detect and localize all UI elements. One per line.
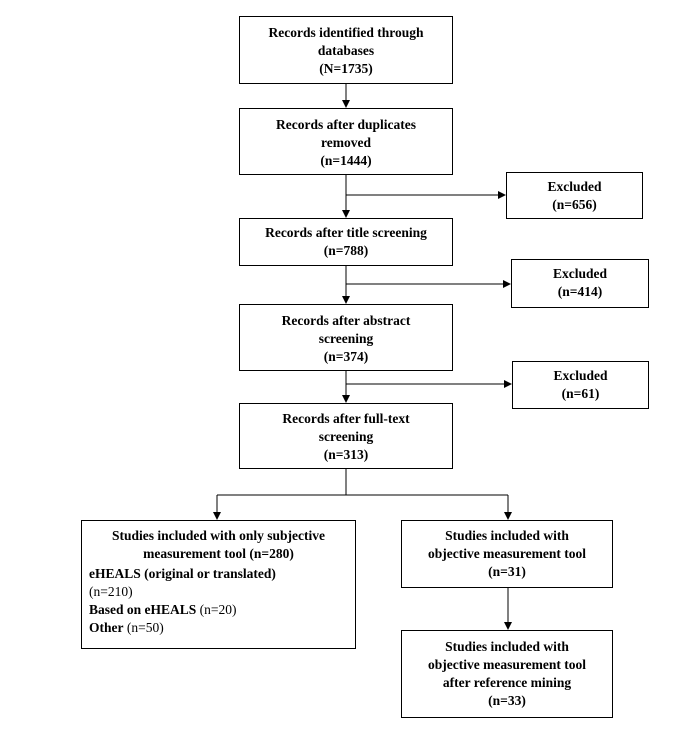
objective-tool-box: Studies included with objective measurem… — [401, 520, 613, 588]
based-on-eheals-count: (n=20) — [196, 602, 237, 617]
other-row: Other (n=50) — [89, 619, 355, 637]
abstract-screening-count: (n=374) — [323, 349, 369, 364]
abstract-screening-line2: screening — [318, 331, 374, 346]
excluded-3-label: Excluded — [553, 368, 608, 383]
records-identified-line2: databases — [317, 43, 375, 58]
objective-tool-line1: Studies included with — [445, 528, 569, 543]
fulltext-screening-line2: screening — [318, 429, 374, 444]
excluded-box-2: Excluded (n=414) — [511, 259, 649, 308]
excluded-2-count: (n=414) — [557, 284, 603, 299]
duplicates-removed-count: (n=1444) — [320, 153, 372, 168]
excluded-box-1: Excluded (n=656) — [506, 172, 643, 219]
objective-mining-line1: Studies included with — [445, 639, 569, 654]
duplicates-removed-box: Records after duplicates removed (n=1444… — [239, 108, 453, 175]
fulltext-screening-line1: Records after full-text — [282, 411, 410, 426]
subjective-tool-line1: Studies included with only subjective — [111, 528, 326, 543]
objective-mining-line3: after reference mining — [442, 675, 572, 690]
title-screening-count: (n=788) — [323, 243, 369, 258]
records-identified-box: Records identified through databases (N=… — [239, 16, 453, 84]
excluded-box-3: Excluded (n=61) — [512, 361, 649, 409]
duplicates-removed-line1: Records after duplicates — [276, 117, 416, 132]
duplicates-removed-line2: removed — [321, 135, 371, 150]
other-label: Other — [89, 620, 124, 635]
objective-tool-line2: objective measurement tool — [428, 546, 586, 561]
excluded-1-label: Excluded — [547, 179, 602, 194]
title-screening-line1: Records after title screening — [265, 225, 427, 240]
records-identified-count: (N=1735) — [319, 61, 373, 76]
fulltext-screening-count: (n=313) — [323, 447, 369, 462]
objective-tool-count: (n=31) — [488, 564, 526, 579]
subjective-tool-breakdown: eHEALS (original or translated) (n=210) … — [82, 565, 355, 637]
based-on-eheals-label: Based on eHEALS — [89, 602, 197, 617]
abstract-screening-line1: Records after abstract — [281, 313, 411, 328]
eheals-original-count: (n=210) — [89, 584, 133, 599]
excluded-2-label: Excluded — [552, 266, 607, 281]
other-count: (n=50) — [123, 620, 164, 635]
records-identified-line1: Records identified through — [268, 25, 424, 40]
subjective-tool-box: Studies included with only subjective me… — [81, 520, 356, 649]
objective-mining-count: (n=33) — [488, 693, 526, 708]
eheals-original-label: eHEALS (original or translated) — [89, 566, 276, 581]
abstract-screening-box: Records after abstract screening (n=374) — [239, 304, 453, 371]
excluded-3-count: (n=61) — [561, 386, 600, 401]
objective-mining-box: Studies included with objective measurem… — [401, 630, 613, 718]
subjective-tool-line2: measurement tool (n=280) — [143, 546, 294, 561]
excluded-1-count: (n=656) — [552, 197, 597, 212]
objective-mining-line2: objective measurement tool — [428, 657, 586, 672]
title-screening-box: Records after title screening (n=788) — [239, 218, 453, 266]
fulltext-screening-box: Records after full-text screening (n=313… — [239, 403, 453, 469]
based-on-eheals-row: Based on eHEALS (n=20) — [89, 601, 355, 619]
